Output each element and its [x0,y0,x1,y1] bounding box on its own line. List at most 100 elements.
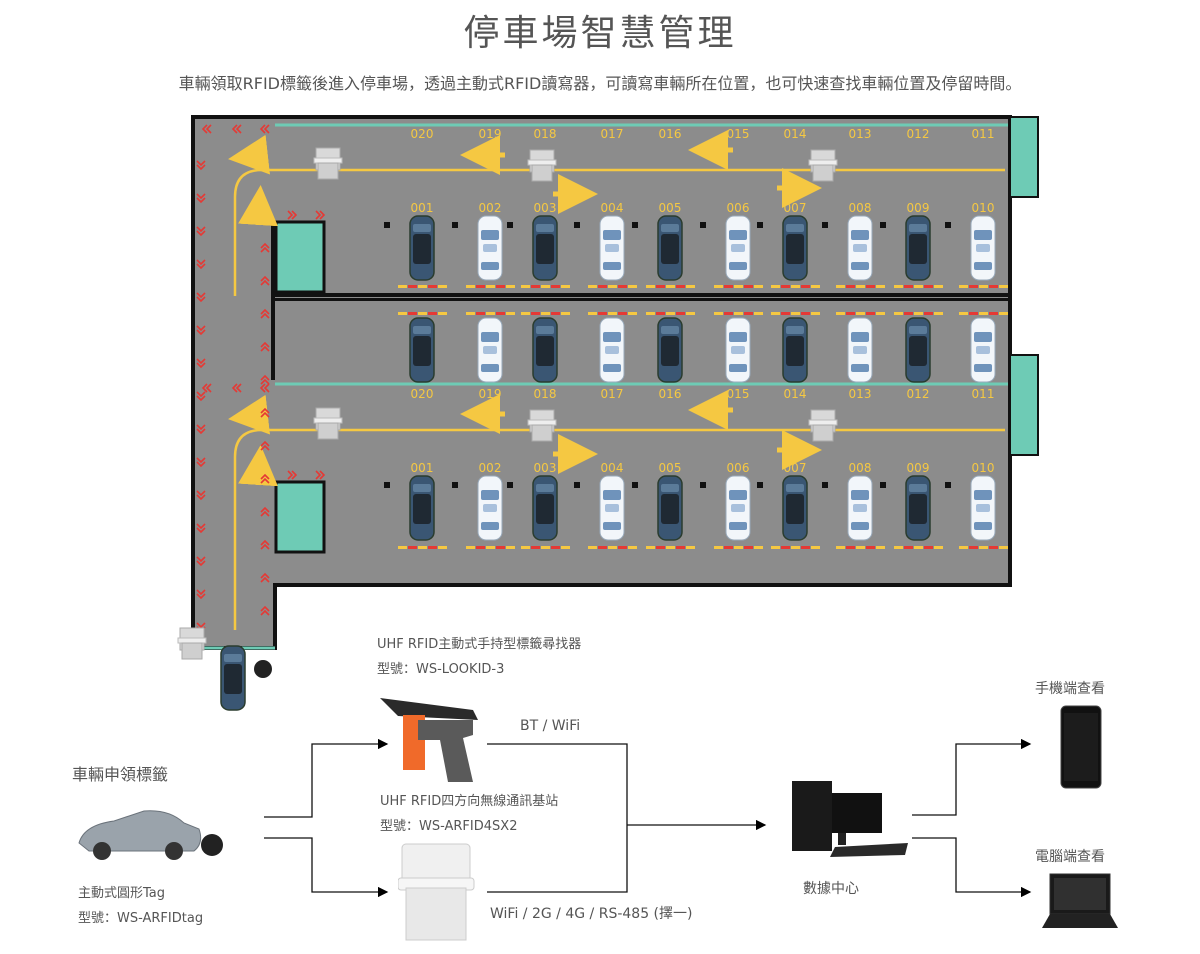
wheel-stop-marking [914,546,923,549]
parked-car [847,317,873,383]
wheel-stop-marking [608,285,617,288]
wheel-stop-marking [836,285,845,288]
wheel-stop-marking [521,546,530,549]
wheel-stop-marking [521,285,530,288]
wheel-stop-marking [408,285,417,288]
wheel-stop-marking [876,312,885,315]
wheel-stop-marking [656,312,665,315]
wheel-stop-marking [666,546,675,549]
slot-number: 002 [479,201,502,215]
parked-car [905,215,931,281]
parked-car [725,475,751,541]
data-center-computer-image [792,781,908,857]
wheel-stop-marking [598,285,607,288]
pillar [632,222,638,228]
wheel-stop-marking [466,285,475,288]
wheel-stop-marking [618,546,627,549]
wheel-stop-marking [724,546,733,549]
parked-car [532,475,558,541]
wheel-stop-marking [866,285,875,288]
wheel-stop-marking [876,285,885,288]
parked-car [847,215,873,281]
connector-to-pc [912,837,1032,898]
wheel-stop-marking [914,285,923,288]
pillar [452,222,458,228]
wheel-stop-marking [999,546,1008,549]
wheel-stop-marking [588,546,597,549]
parked-car [970,215,996,281]
parked-car [970,317,996,383]
wheel-stop-marking [781,312,790,315]
rfid-reader-entrance [177,627,207,660]
data-center-label: 數據中心 [803,881,859,897]
parked-car [847,475,873,541]
slot-number: 005 [659,201,682,215]
parked-car [477,317,503,383]
wheel-stop-marking [734,285,743,288]
wheel-stop-marking [781,285,790,288]
wheel-stop-marking [714,546,723,549]
rfid-reader [527,409,557,442]
wheel-stop-marking [541,546,550,549]
car-with-tag-image [78,810,223,860]
slot-number: 020 [411,387,434,401]
slot-number: 018 [534,387,557,401]
wheel-stop-marking [561,546,570,549]
wheel-stop-marking [608,312,617,315]
wheel-stop-marking [724,312,733,315]
slot-number: 006 [727,201,750,215]
wheel-stop-marking [999,312,1008,315]
wheel-stop-marking [811,285,820,288]
connector-tag-to-handheld [264,738,389,818]
parked-car [599,475,625,541]
wheel-stop-marking [686,546,695,549]
wheel-stop-marking [466,546,475,549]
wheel-stop-marking [656,285,665,288]
wheel-stop-marking [959,546,968,549]
parked-car [532,215,558,281]
wheel-stop-marking [744,285,753,288]
slot-number: 012 [907,387,930,401]
wheel-stop-marking [959,312,968,315]
smartphone-icon [1060,705,1102,789]
rfid-reader [313,147,343,180]
pillar [574,222,580,228]
wheel-stop-marking [856,285,865,288]
parked-car [657,475,683,541]
slot-number: 004 [601,201,624,215]
wheel-stop-marking [934,546,943,549]
wheel-stop-marking [754,546,763,549]
handheld-link-label: BT / WiFi [520,718,581,734]
wheel-stop-marking [398,285,407,288]
wheel-stop-marking [438,312,447,315]
wheel-stop-marking [418,546,427,549]
tag-model: 型號：WS-ARFIDtag [78,911,204,926]
slot-number: 008 [849,461,872,475]
slot-number: 016 [659,127,682,141]
pillar [574,482,580,488]
wheel-stop-marking [754,285,763,288]
wheel-stop-marking [438,546,447,549]
round-tag-icon [201,834,223,856]
parked-car [782,215,808,281]
wheel-stop-marking [598,546,607,549]
wheel-stop-marking [969,285,978,288]
wheel-stop-marking [676,312,685,315]
wheel-stop-marking [561,285,570,288]
wheel-stop-marking [608,546,617,549]
parked-car [725,215,751,281]
parked-car [970,475,996,541]
pillar [945,482,951,488]
wheel-stop-marking [486,312,495,315]
slot-number: 020 [411,127,434,141]
pillar [880,482,886,488]
wheel-stop-marking [846,285,855,288]
laptop-icon [1042,873,1118,928]
parked-car [905,475,931,541]
wheel-stop-marking [656,546,665,549]
slot-number: 004 [601,461,624,475]
wheel-stop-marking [686,285,695,288]
slot-number: 014 [784,387,807,401]
pillar [757,222,763,228]
wheel-stop-marking [588,285,597,288]
